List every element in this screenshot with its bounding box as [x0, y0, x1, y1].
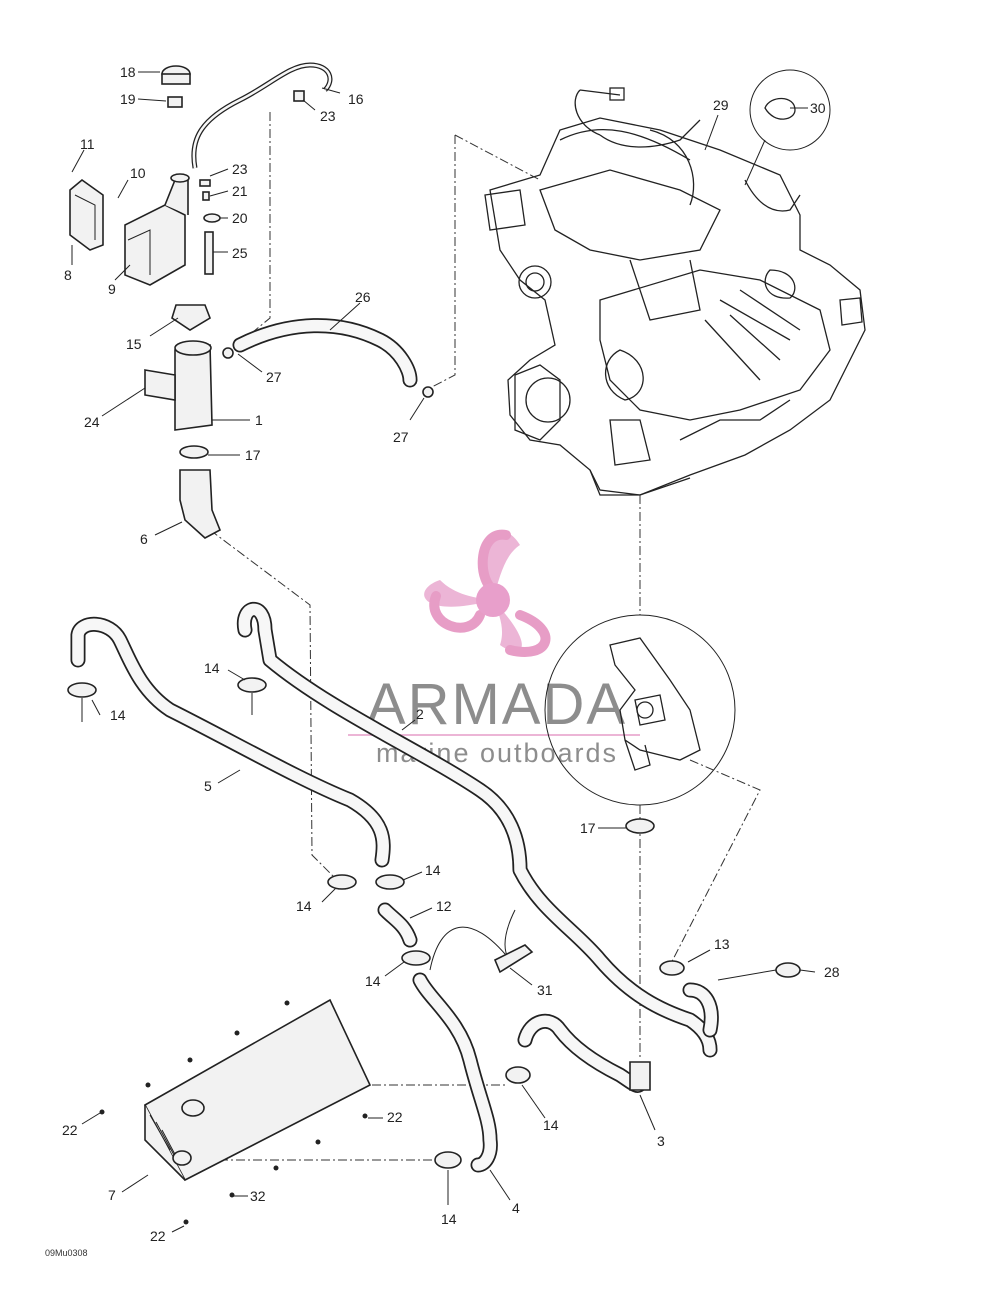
- reservoir-cap: [161, 65, 191, 108]
- hose-3: [517, 1013, 651, 1093]
- callout-23a: 23: [320, 108, 336, 124]
- callout-26: 26: [355, 289, 371, 305]
- callout-8: 8: [64, 267, 72, 283]
- callout-30: 30: [810, 100, 826, 116]
- callout-13: 13: [714, 936, 730, 952]
- callout-1: 1: [255, 412, 263, 428]
- callout-14c: 14: [296, 898, 312, 914]
- callout-20: 20: [232, 210, 248, 226]
- callout-21: 21: [232, 183, 248, 199]
- callout-14a: 14: [204, 660, 220, 676]
- reservoir-bracket: [69, 178, 104, 251]
- hose-clamps: [67, 677, 801, 1169]
- engine-assembly: [484, 87, 866, 496]
- callout-17b: 17: [580, 820, 596, 836]
- callout-12: 12: [436, 898, 452, 914]
- hose-4: [412, 972, 498, 1173]
- callout-31: 31: [537, 982, 553, 998]
- callout-14d: 14: [425, 862, 441, 878]
- heat-exchanger: [99, 998, 372, 1225]
- callout-27b: 27: [393, 429, 409, 445]
- callout-14b: 14: [110, 707, 126, 723]
- callout-14f: 14: [543, 1117, 559, 1133]
- vent-hose-26: [222, 318, 434, 398]
- callout-10: 10: [130, 165, 146, 181]
- coolant-reservoir: [124, 173, 190, 286]
- hose-5: [70, 616, 391, 868]
- callout-7: 7: [108, 1187, 116, 1203]
- callout-19: 19: [120, 91, 136, 107]
- reference-code: 09Mu0308: [45, 1248, 88, 1258]
- callout-18: 18: [120, 64, 136, 80]
- propeller-icon: [424, 529, 551, 657]
- callout-17a: 17: [245, 447, 261, 463]
- callout-15: 15: [126, 336, 142, 352]
- leader-lines: [71, 71, 816, 1233]
- thermostat-housing: [144, 304, 222, 539]
- callout-32: 32: [250, 1188, 266, 1204]
- callout-22b: 22: [387, 1109, 403, 1125]
- callout-14g: 14: [441, 1211, 457, 1227]
- callout-27a: 27: [266, 369, 282, 385]
- callout-25: 25: [232, 245, 248, 261]
- callout-28: 28: [824, 964, 840, 980]
- hose-12: [377, 902, 418, 948]
- hose-2: [236, 601, 719, 1058]
- callout-11: 11: [80, 136, 95, 152]
- callout-24: 24: [84, 414, 100, 430]
- callout-16: 16: [348, 91, 364, 107]
- callout-2: 2: [416, 706, 424, 722]
- callout-3: 3: [657, 1133, 665, 1149]
- callout-5: 5: [204, 778, 212, 794]
- callout-23b: 23: [232, 161, 248, 177]
- callout-22c: 22: [150, 1228, 166, 1244]
- watermark-brand: ARMADA: [367, 672, 627, 737]
- overflow-tube: [191, 62, 333, 275]
- callout-9: 9: [108, 281, 116, 297]
- callout-22a: 22: [62, 1122, 78, 1138]
- callout-29: 29: [713, 97, 729, 113]
- detail-circle-30: [744, 69, 831, 186]
- callout-labels: 18 19 16 23 11 10 23 21 20 25 8 9 15 26 …: [62, 64, 840, 1244]
- callout-6: 6: [140, 531, 148, 547]
- callout-4: 4: [512, 1200, 520, 1216]
- callout-14e: 14: [365, 973, 381, 989]
